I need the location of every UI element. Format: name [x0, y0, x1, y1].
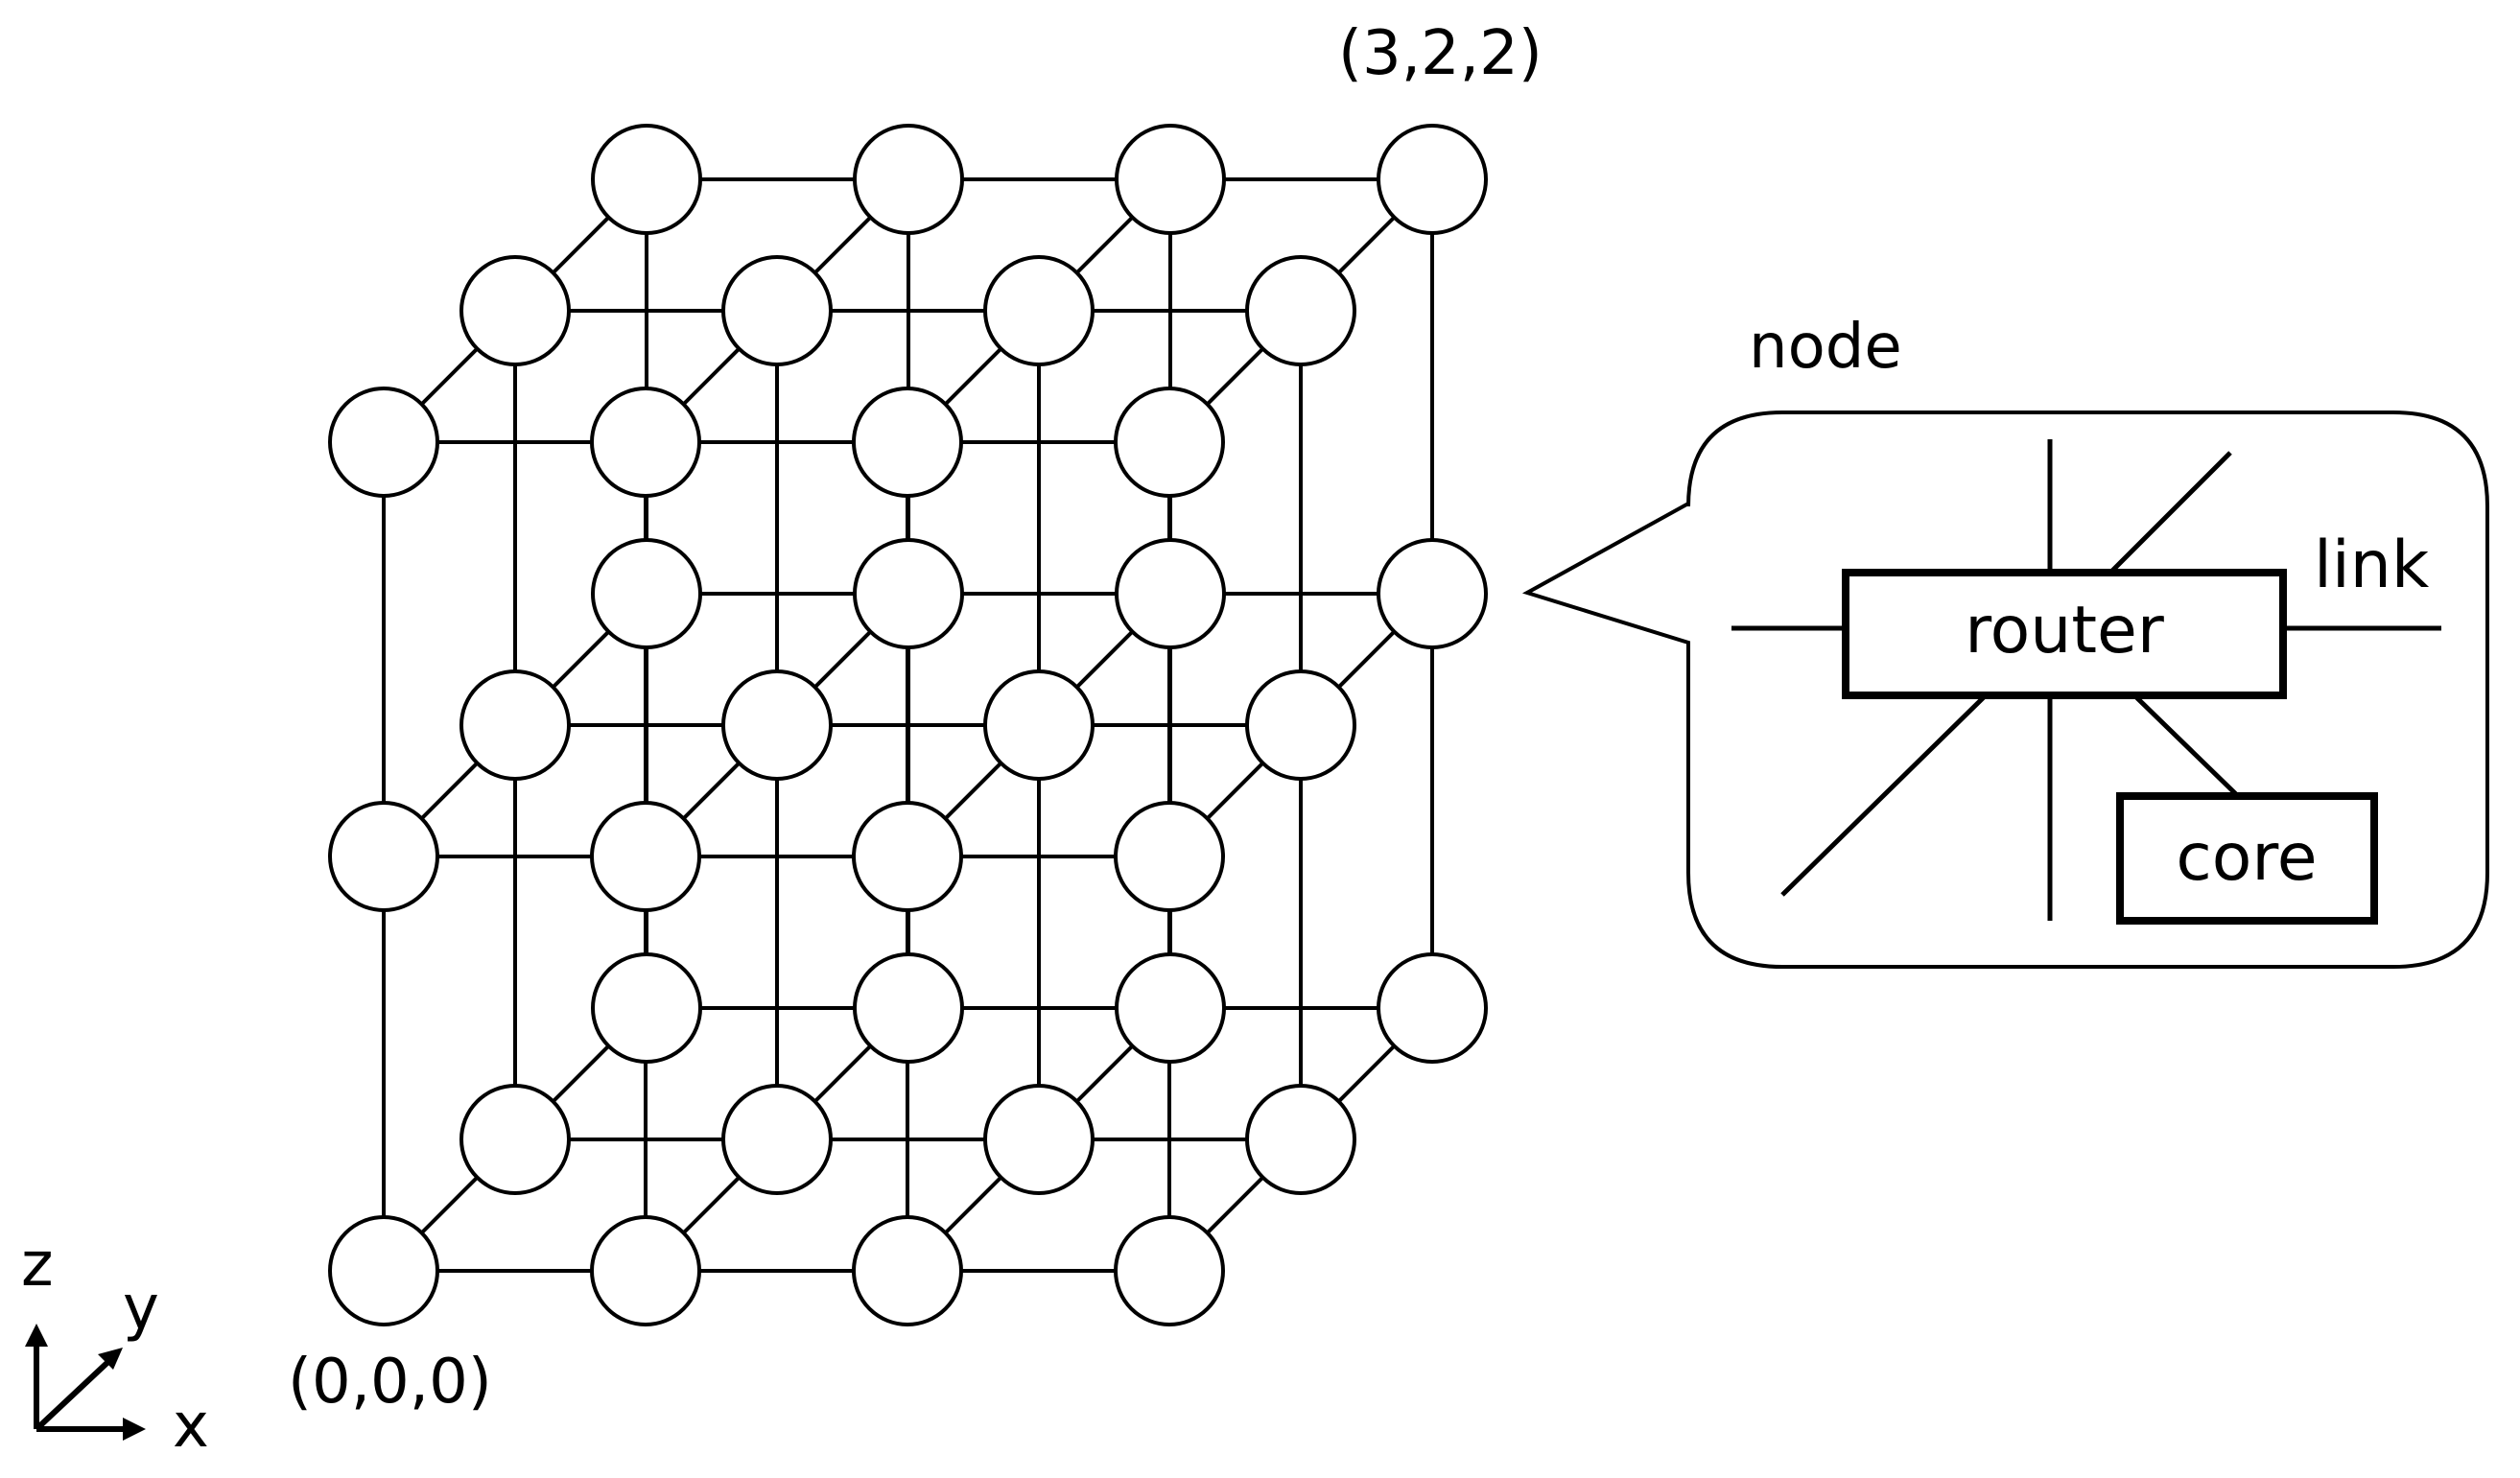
router-box	[1842, 569, 2287, 699]
mesh-node	[328, 387, 439, 498]
mesh-node	[983, 669, 1095, 781]
mesh-node	[721, 1084, 833, 1195]
mesh-node	[459, 669, 571, 781]
z-axis-label: z	[21, 1230, 54, 1301]
mesh-nodes	[328, 124, 1488, 1326]
mesh-node	[1377, 952, 1488, 1064]
mesh-node	[721, 255, 833, 366]
y-axis-label: y	[123, 1273, 159, 1344]
axis-indicator	[34, 1338, 130, 1432]
y-arrowhead	[98, 1348, 123, 1370]
z-arrowhead	[25, 1324, 48, 1347]
mesh-node	[852, 387, 963, 498]
link-line-diagonal-down	[1780, 693, 1988, 897]
mesh-node	[1115, 124, 1226, 235]
mesh-node	[983, 255, 1095, 366]
mesh-node	[1377, 538, 1488, 649]
mesh-node	[328, 1215, 439, 1326]
mesh-node	[1115, 952, 1226, 1064]
x-axis-label: x	[173, 1391, 209, 1462]
mesh-node	[853, 952, 964, 1064]
mesh-node	[852, 1215, 963, 1326]
mesh-node	[590, 801, 701, 912]
mesh-node	[590, 1215, 701, 1326]
mesh-node	[328, 801, 439, 912]
mesh-node	[852, 801, 963, 912]
mesh-node	[983, 1084, 1095, 1195]
mesh-node	[1114, 801, 1225, 912]
mesh-node	[1115, 538, 1226, 649]
origin-label: (0,0,0)	[288, 1347, 492, 1418]
mesh-node	[721, 669, 833, 781]
router-label: router	[1965, 593, 2164, 669]
mesh-node	[459, 1084, 571, 1195]
core-label: core	[2176, 820, 2317, 896]
mesh-node	[1245, 1084, 1356, 1195]
mesh-node	[853, 124, 964, 235]
mesh-node	[591, 124, 702, 235]
link-line-diagonal-up	[2108, 451, 2232, 575]
mesh-node	[853, 538, 964, 649]
mesh-node	[590, 387, 701, 498]
corner-label: (3,2,2)	[1338, 18, 1543, 89]
link-label: link	[2314, 528, 2430, 603]
mesh-node	[1245, 255, 1356, 366]
mesh-node	[591, 538, 702, 649]
router-core-connection	[2132, 693, 2240, 798]
mesh-node	[1245, 669, 1356, 781]
callout-link-lines	[1731, 439, 2441, 921]
mesh-node	[1114, 1215, 1225, 1326]
y-axis-arrow	[34, 1354, 116, 1432]
mesh-node	[591, 952, 702, 1064]
x-arrowhead	[123, 1418, 146, 1441]
node-callout-title: node	[1749, 312, 1902, 383]
mesh-node	[459, 255, 571, 366]
core-box	[2116, 792, 2378, 925]
mesh-node	[1377, 124, 1488, 235]
mesh-node	[1114, 387, 1225, 498]
